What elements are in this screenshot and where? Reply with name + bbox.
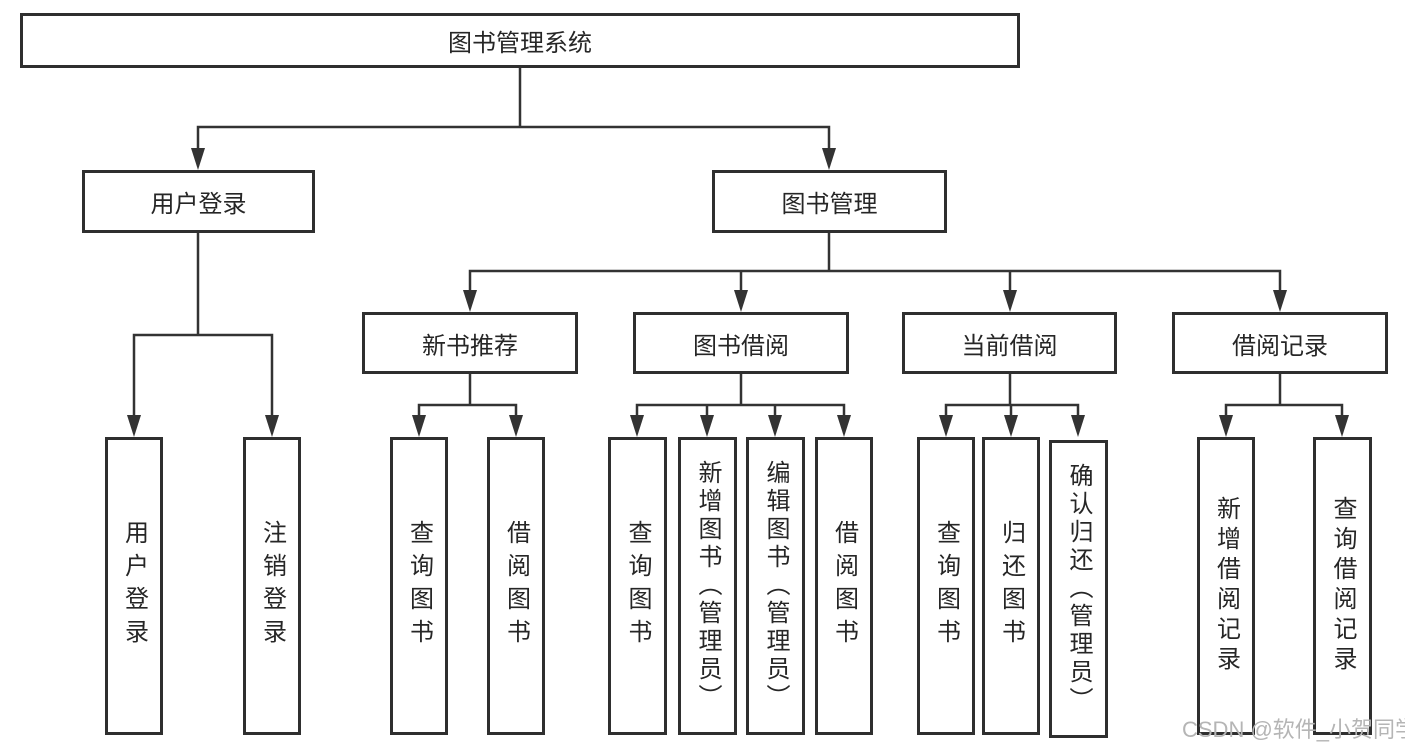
node-book-borrow: 图书借阅 xyxy=(633,312,849,374)
node-label: 查询图书 xyxy=(405,520,433,652)
node-label: 用户登录 xyxy=(120,520,148,652)
node-label: 确认归还（管理员） xyxy=(1065,463,1092,715)
node-label: 编辑图书（管理员） xyxy=(762,460,789,712)
node-label: 新增借阅记录 xyxy=(1212,496,1240,676)
node-label: 图书借阅 xyxy=(693,332,789,360)
node-label: 注销登录 xyxy=(258,520,286,652)
node-label: 图书管理系统 xyxy=(448,30,592,57)
node-label: 归还图书 xyxy=(997,520,1025,652)
leaf-borrow-books-recommend: 借阅图书 xyxy=(487,437,545,735)
node-label: 新增图书（管理员） xyxy=(694,460,721,712)
leaf-edit-book-admin: 编辑图书（管理员） xyxy=(746,437,805,735)
node-library-management-system: 图书管理系统 xyxy=(20,13,1020,68)
watermark: CSDN @软件_小贺同学 xyxy=(1182,717,1405,742)
node-user-login: 用户登录 xyxy=(82,170,315,233)
node-label: 新书推荐 xyxy=(422,332,518,360)
leaf-return-book: 归还图书 xyxy=(982,437,1040,735)
node-label: 借阅记录 xyxy=(1232,332,1328,360)
leaf-query-borrow-record: 查询借阅记录 xyxy=(1313,437,1372,735)
node-borrow-records: 借阅记录 xyxy=(1172,312,1388,374)
node-label: 查询图书 xyxy=(932,520,960,652)
node-label: 查询借阅记录 xyxy=(1329,496,1356,676)
leaf-add-book-admin: 新增图书（管理员） xyxy=(678,437,737,735)
node-current-borrow: 当前借阅 xyxy=(902,312,1117,374)
node-new-book-recommend: 新书推荐 xyxy=(362,312,578,374)
node-label: 图书管理 xyxy=(781,191,878,218)
leaf-borrow-books: 借阅图书 xyxy=(815,437,873,735)
leaf-query-books-recommend: 查询图书 xyxy=(390,437,448,735)
leaf-add-borrow-record: 新增借阅记录 xyxy=(1197,437,1255,735)
node-label: 当前借阅 xyxy=(961,332,1058,360)
node-label: 用户登录 xyxy=(150,191,247,218)
leaf-confirm-return-admin: 确认归还（管理员） xyxy=(1049,440,1108,738)
node-label: 借阅图书 xyxy=(502,520,530,652)
leaf-query-books-current: 查询图书 xyxy=(917,437,975,735)
node-label: 查询图书 xyxy=(624,520,651,652)
leaf-logout: 注销登录 xyxy=(243,437,301,735)
node-label: 借阅图书 xyxy=(830,520,858,652)
node-book-management: 图书管理 xyxy=(712,170,947,233)
leaf-user-login: 用户登录 xyxy=(105,437,163,735)
leaf-query-books-borrow: 查询图书 xyxy=(608,437,667,735)
